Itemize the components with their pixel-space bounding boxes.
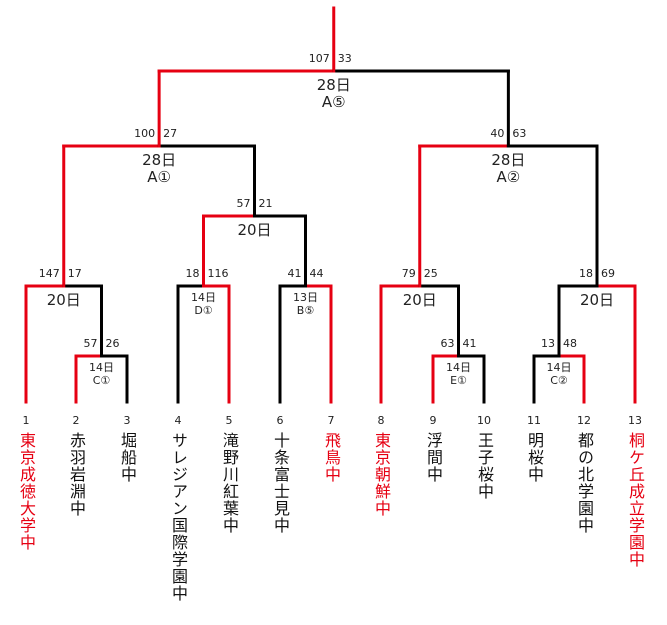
team-seed-11: 11 [527, 414, 541, 427]
r8-date: 20日 [402, 291, 437, 309]
m4v5-right-score: 116 [207, 267, 229, 280]
team-name-6: 十条富士見中 [271, 432, 290, 534]
semi-right-left-score: 40 [490, 127, 505, 140]
team-seed-4: 4 [174, 414, 182, 427]
m4v5-date: 14日 [191, 291, 216, 304]
r45v67-left-score: 57 [236, 197, 251, 210]
team-seed-1: 1 [22, 414, 30, 427]
team-name-13: 桐ケ丘成立学園中 [626, 432, 645, 568]
final-date: 28日 [316, 76, 351, 94]
team-seed-10: 10 [477, 414, 491, 427]
team-seed-12: 12 [577, 414, 591, 427]
m11v12-right-score: 48 [563, 337, 577, 350]
team-name-3: 堀船中 [118, 432, 137, 483]
r1-left-score: 147 [38, 267, 60, 280]
semi-left-date: 28日 [142, 151, 177, 169]
team-seed-13: 13 [628, 414, 642, 427]
final-left-score: 107 [308, 52, 330, 65]
r13-left-score: 18 [579, 267, 593, 280]
final-right-score: 33 [337, 52, 352, 65]
team-name-7: 飛鳥中 [322, 432, 341, 483]
m2v3-court: C① [92, 373, 111, 387]
team-seed-6: 6 [276, 414, 284, 427]
m11v12-date: 14日 [546, 361, 572, 374]
team-name-11: 明桜中 [525, 432, 544, 483]
r45v67-label: 20日 [225, 221, 285, 239]
team-name-12: 都の北学園中 [575, 432, 594, 534]
team-name-9: 浮間中 [424, 432, 443, 483]
team-seed-7: 7 [327, 414, 335, 427]
m9v10-right-score: 41 [462, 337, 477, 350]
r13-date: 20日 [579, 291, 615, 309]
final-court: A⑤ [321, 93, 346, 112]
r1-right-score: 17 [67, 267, 82, 280]
semi-right-date: 28日 [491, 151, 526, 169]
m6v7-left-score: 41 [287, 267, 302, 280]
semi-left-right-score: 27 [163, 127, 178, 140]
team-seed-3: 3 [123, 414, 131, 427]
team-name-1: 東京成徳大学中 [17, 432, 36, 551]
m9v10-left-score: 63 [440, 337, 455, 350]
r45v67-right-score: 21 [258, 197, 273, 210]
m2v3-left-score: 57 [83, 337, 98, 350]
semi-left-left-score: 100 [134, 127, 156, 140]
m6v7-court: B⑤ [296, 303, 315, 317]
m2v3-right-score: 26 [105, 337, 120, 350]
r1-date: 20日 [46, 291, 81, 309]
team-seed-9: 9 [429, 414, 437, 427]
semi-right-court: A② [496, 168, 521, 187]
team-name-4: サレジアン国際学園中 [169, 432, 188, 602]
m9v10-date: 14日 [446, 361, 471, 374]
team-seed-2: 2 [72, 414, 80, 427]
r8-right-score: 25 [423, 267, 438, 280]
m11v12-left-score: 13 [541, 337, 555, 350]
m6v7-right-score: 44 [309, 267, 324, 280]
team-name-5: 滝野川紅葉中 [220, 432, 239, 534]
team-name-2: 赤羽岩淵中 [67, 432, 86, 517]
semi-left-court: A① [147, 168, 171, 187]
m6v7-date: 13日 [293, 291, 318, 304]
r1-label: 20日 [34, 291, 94, 309]
m9v10-court: E① [450, 373, 467, 387]
team-seed-5: 5 [225, 414, 233, 427]
m2v3-date: 14日 [89, 361, 114, 374]
r45v67-date: 20日 [237, 221, 272, 239]
r8-left-score: 79 [401, 267, 416, 280]
r13-right-score: 69 [601, 267, 615, 280]
team-name-8: 東京朝鮮中 [372, 432, 391, 517]
r13-label: 20日 [567, 291, 627, 309]
team-seed-8: 8 [377, 414, 385, 427]
m4v5-court: D① [194, 303, 213, 317]
m11v12-court: C② [550, 373, 568, 387]
team-name-10: 王子桜中 [475, 432, 494, 500]
semi-right-right-score: 63 [512, 127, 527, 140]
r8-label: 20日 [390, 291, 450, 309]
m4v5-left-score: 18 [185, 267, 200, 280]
